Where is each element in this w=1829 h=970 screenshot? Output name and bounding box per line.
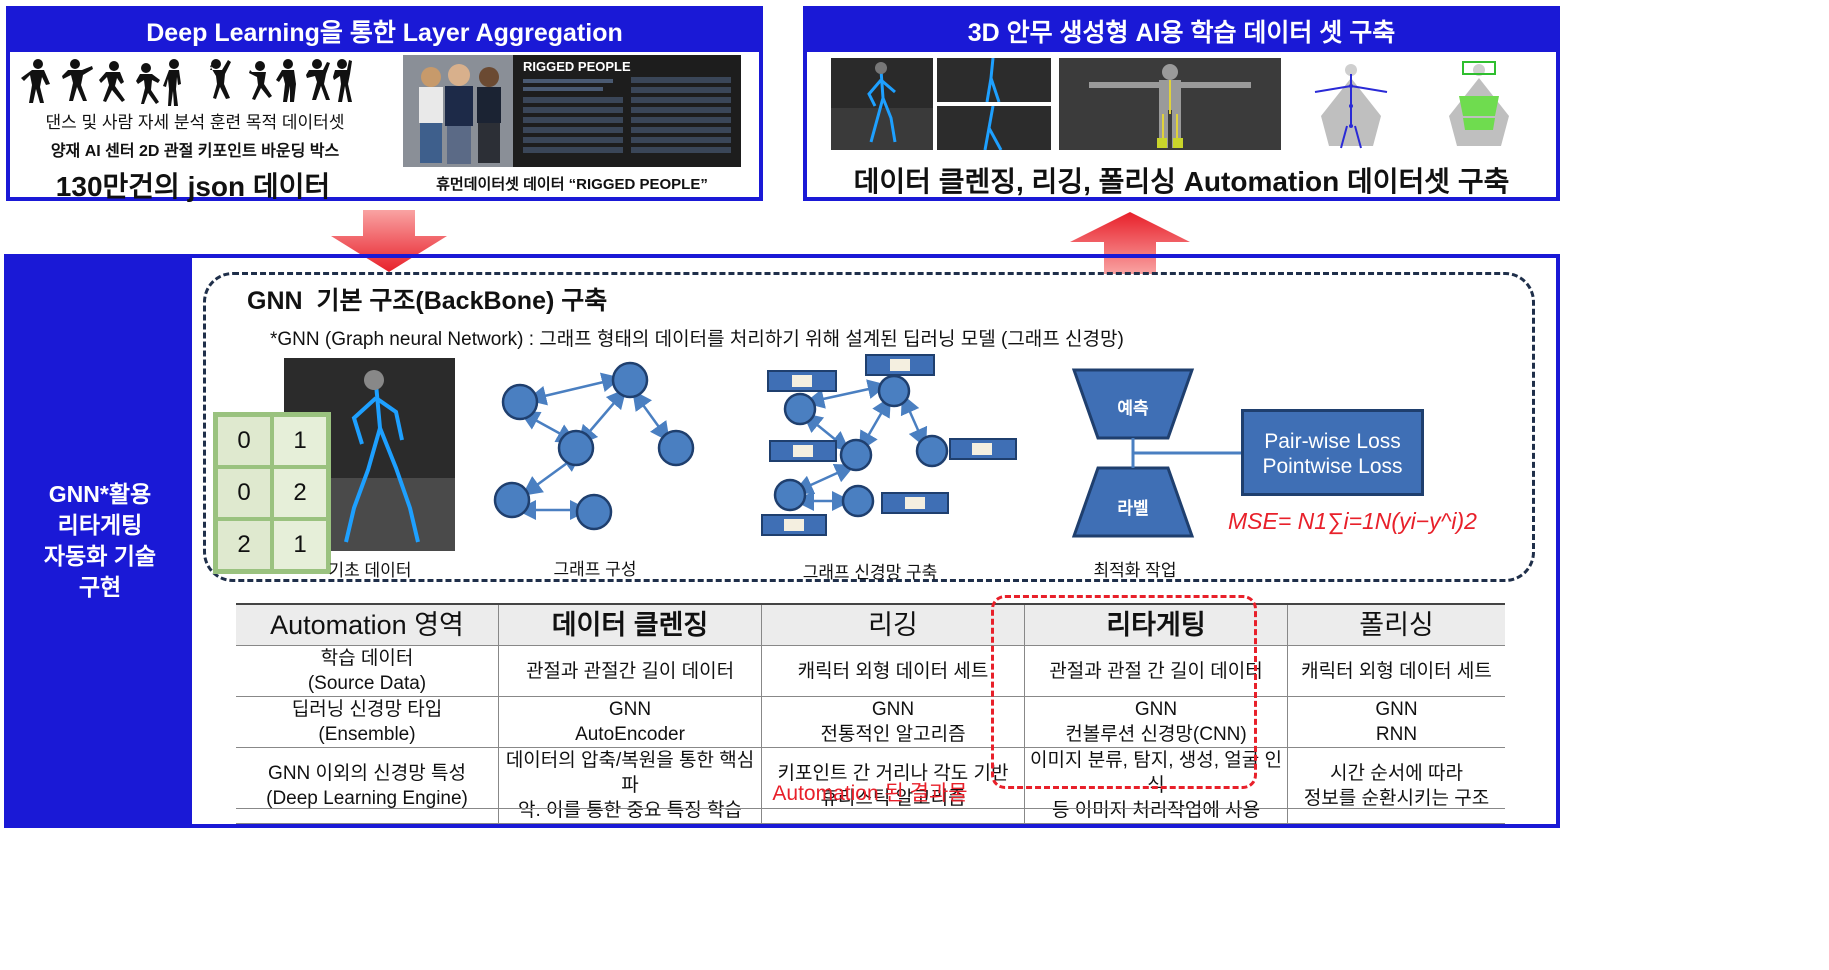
bottom-panel: GNN*활용 리타게팅 자동화 기술 구현: [4, 254, 1560, 828]
up-arrow-icon: [1070, 212, 1190, 274]
skeleton-frame-image-1: [831, 58, 933, 150]
rigged-people-caption: 휴먼데이터셋 데이터 “RIGGED PEOPLE”: [436, 176, 708, 193]
table-cell: GNN AutoEncoder: [498, 696, 762, 748]
automation-table: Automation 영역 데이터 클렌징 리깅 리타게팅 폴리싱 학습 데이터…: [236, 603, 1505, 824]
table-cell: GNN 이외의 신경망 특성 (Deep Learning Engine): [236, 747, 499, 824]
matrix-cell: 0: [216, 467, 272, 519]
table-cell: GNN RNN: [1287, 696, 1505, 748]
optimization-hourglass-diagram: [1071, 368, 1246, 538]
top-right-title: 3D 안무 생성형 AI용 학습 데이터 셋 구축: [807, 10, 1556, 52]
gnn-definition: *GNN (Graph neural Network) : 그래프 형태의 데이…: [270, 329, 1124, 350]
table-cell: 캐릭터 외형 데이터 세트: [1287, 645, 1505, 697]
dataset-description-line2: 양재 AI 센터 2D 관절 키포인트 바운딩 박스: [50, 143, 340, 160]
header-rigging: 리깅: [761, 603, 1025, 646]
down-arrow-icon: [331, 210, 447, 272]
top-right-panel: 3D 안무 생성형 AI용 학습 데이터 셋 구축 데이터 클렌징, 리깅, 폴…: [803, 6, 1560, 201]
matrix-cell: 1: [272, 519, 328, 571]
caption-base-data: 기초 데이터: [328, 561, 412, 580]
mse-formula: MSE= N1∑i=1N(yi−y^i)2: [1228, 508, 1477, 534]
caption-gnn-construction: 그래프 신경망 구축: [802, 563, 938, 582]
table-cell: 관절과 관절간 길이 데이터: [498, 645, 762, 697]
header-retargeting: 리타게팅: [1024, 603, 1288, 646]
retargeting-highlight-box: [991, 595, 1257, 789]
table-cell: 관절과 관절 간 길이 데이터: [1024, 645, 1288, 697]
header-data-cleansing: 데이터 클렌징: [498, 603, 762, 646]
rigged-people-image: RIGGED PEOPLE: [403, 55, 741, 167]
matrix-cell: 1: [272, 415, 328, 467]
dancer-silhouettes-image: [21, 59, 352, 106]
skeleton-frame-image-3: [937, 106, 1051, 150]
header-polishing: 폴리싱: [1287, 603, 1505, 646]
top-left-panel: Deep Learning을 통한 Layer Aggregation 댄스 및…: [6, 6, 763, 202]
predict-label: 예측: [1117, 399, 1149, 418]
gnn-backbone-title: GNN 기본 구조(BackBone) 구축: [247, 287, 608, 315]
table-cell: 딥러닝 신경망 타입 (Ensemble): [236, 696, 499, 748]
side-label-bar: GNN*활용 리타게팅 자동화 기술 구현: [8, 258, 192, 824]
label-label: 라벨: [1117, 499, 1149, 518]
automation-result-label: Automation 된 결과물: [772, 782, 968, 805]
gnn-construction-diagram: [761, 354, 1017, 536]
dataset-description-line1: 댄스 및 사람 자세 분석 훈련 목적 데이터셋: [45, 113, 345, 132]
loss-box: Pair-wise Loss Pointwise Loss: [1241, 409, 1424, 496]
table-cell: GNN 전통적인 알고리즘: [761, 696, 1025, 748]
table-cell: 학습 데이터 (Source Data): [236, 645, 499, 697]
loss-line2: Pointwise Loss: [1262, 455, 1403, 478]
automation-dataset-caption: 데이터 클렌징, 리깅, 폴리싱 Automation 데이터셋 구축: [853, 166, 1510, 197]
header-automation-area: Automation 영역: [236, 603, 499, 646]
matrix-cell: 2: [272, 467, 328, 519]
caption-optimization: 최적화 작업: [1093, 561, 1177, 580]
adjacency-matrix: 0 1 0 2 2 1: [213, 412, 331, 574]
matrix-cell: 2: [216, 519, 272, 571]
table-cell: 키포인트 간 거리나 각도 기반 휴리스틱 알고리즘: [761, 747, 1025, 824]
skeleton-diagram-image-a: [1291, 56, 1411, 152]
table-cell: 데이터의 압축/복원을 통한 핵심 파 악. 이를 통한 중요 특징 학습: [498, 747, 762, 824]
gnn-backbone-box: [203, 272, 1535, 582]
caption-graph-construction: 그래프 구성: [553, 560, 637, 579]
side-label: GNN*활용 리타게팅 자동화 기술 구현: [43, 481, 157, 600]
table-cell: 캐릭터 외형 데이터 세트: [761, 645, 1025, 697]
graph-construction-diagram: [493, 361, 695, 531]
table-cell: GNN 컨볼루션 신경망(CNN): [1024, 696, 1288, 748]
table-bottom-rule: [236, 808, 1505, 809]
skeleton-frame-image-2: [937, 58, 1051, 102]
skeleton-diagram-image-b: [1419, 56, 1539, 152]
table-cell: 시간 순서에 따라 정보를 순환시키는 구조: [1287, 747, 1505, 824]
top-left-title: Deep Learning을 통한 Layer Aggregation: [10, 10, 759, 52]
rigged-character-image: [1059, 58, 1281, 150]
json-data-count: 130만건의 json 데이터: [55, 171, 331, 202]
loss-line1: Pair-wise Loss: [1264, 430, 1401, 453]
rigged-people-title: RIGGED PEOPLE: [523, 59, 631, 74]
matrix-cell: 0: [216, 415, 272, 467]
